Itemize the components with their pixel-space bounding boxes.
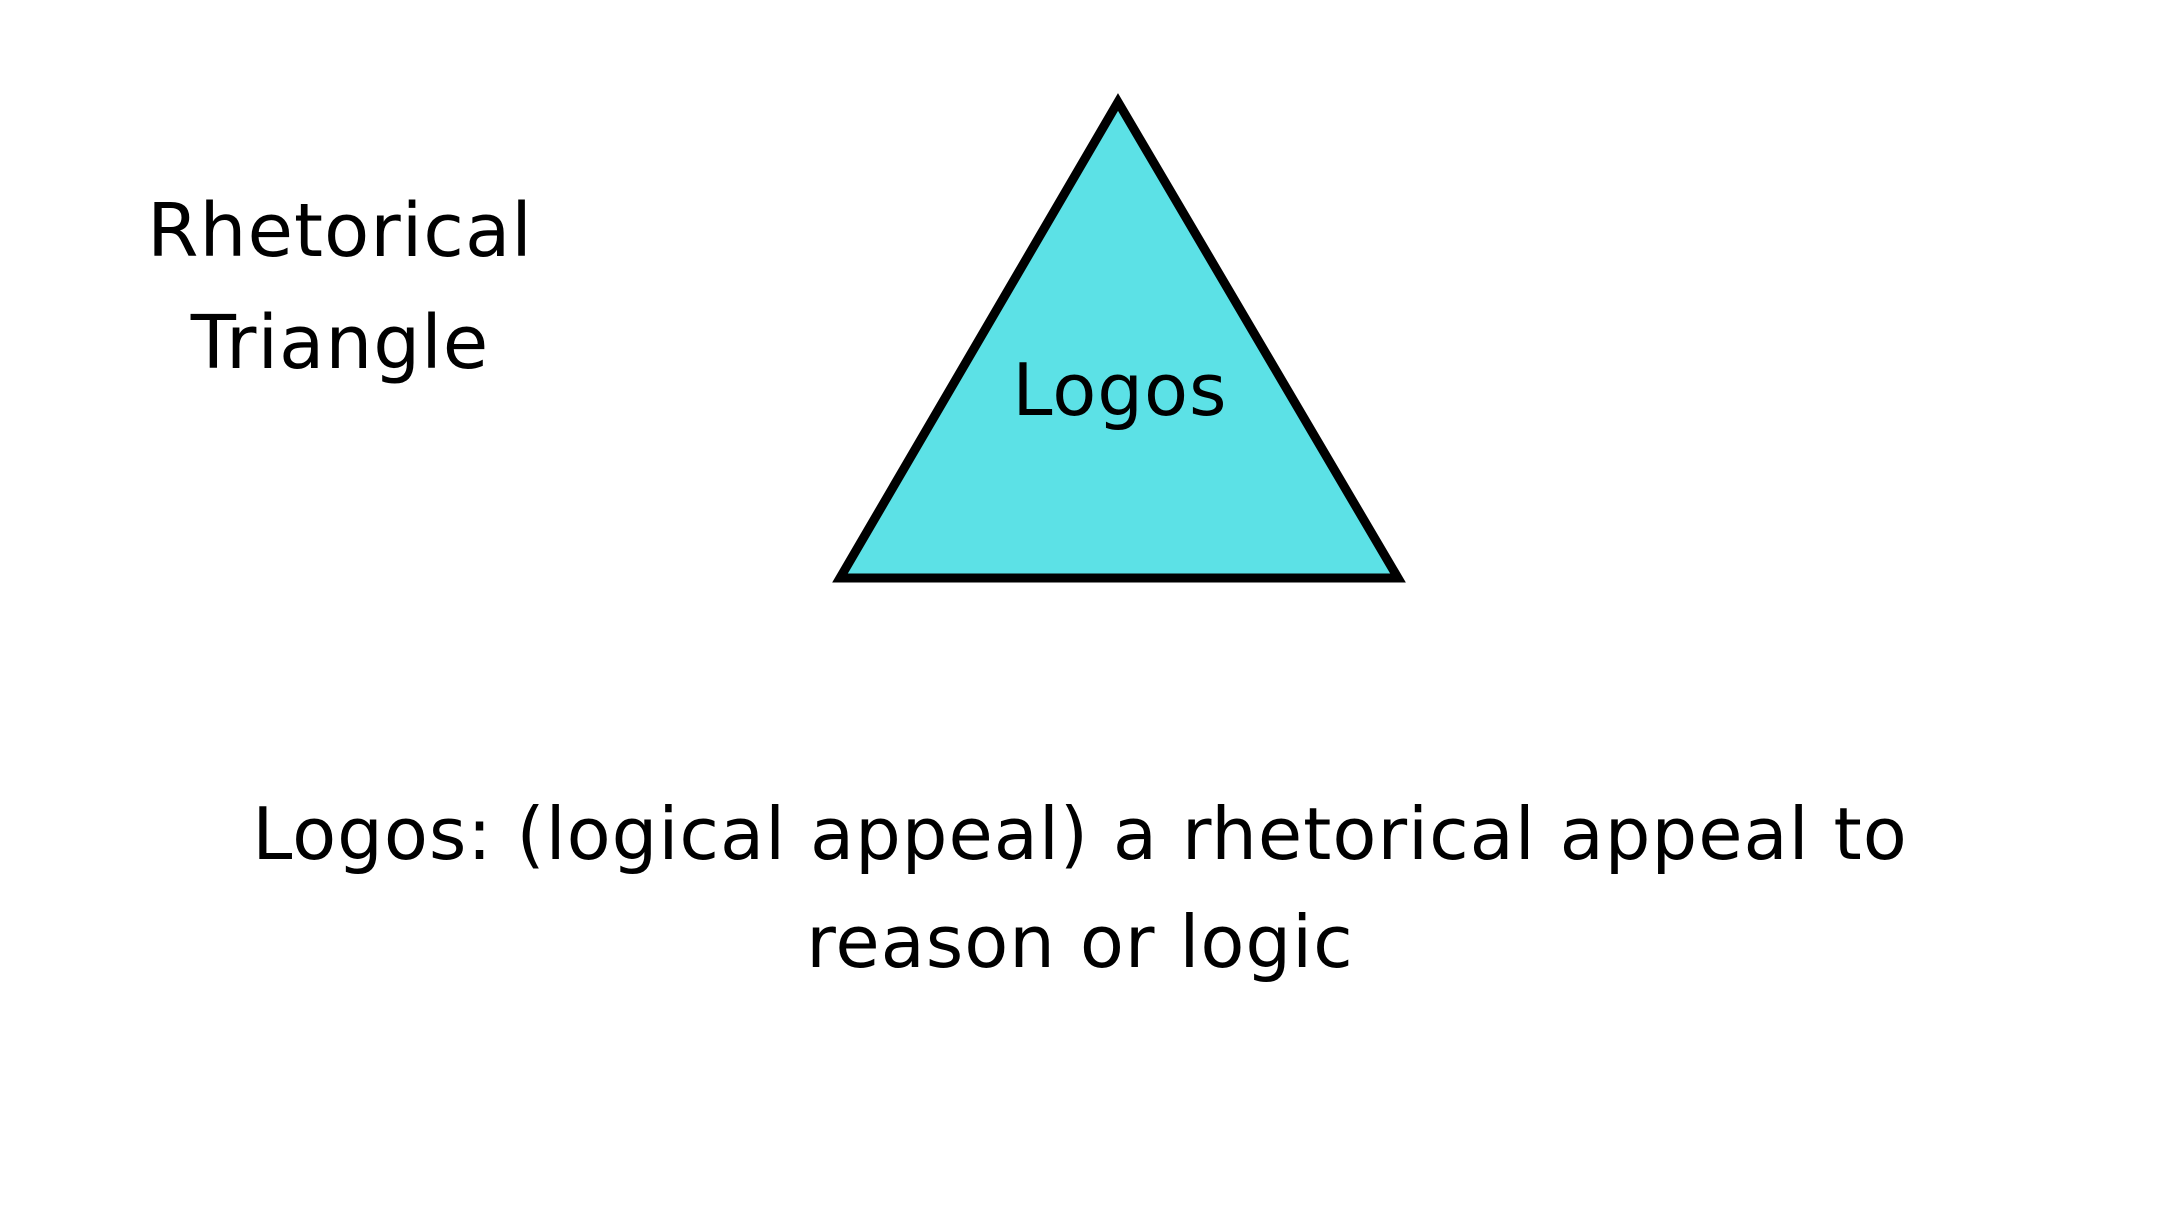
title-line-2: Triangle bbox=[190, 300, 490, 386]
triangle-label: Logos bbox=[1012, 348, 1228, 432]
title-line-1: Rhetorical bbox=[147, 188, 533, 274]
triangle-graphic bbox=[832, 93, 1406, 583]
rhetorical-triangle: Logos bbox=[830, 90, 1410, 590]
triangle-shape bbox=[832, 93, 1406, 583]
slide-title: Rhetorical Triangle bbox=[100, 175, 580, 399]
definition-text: Logos: (logical appeal) a rhetorical app… bbox=[252, 792, 1908, 984]
